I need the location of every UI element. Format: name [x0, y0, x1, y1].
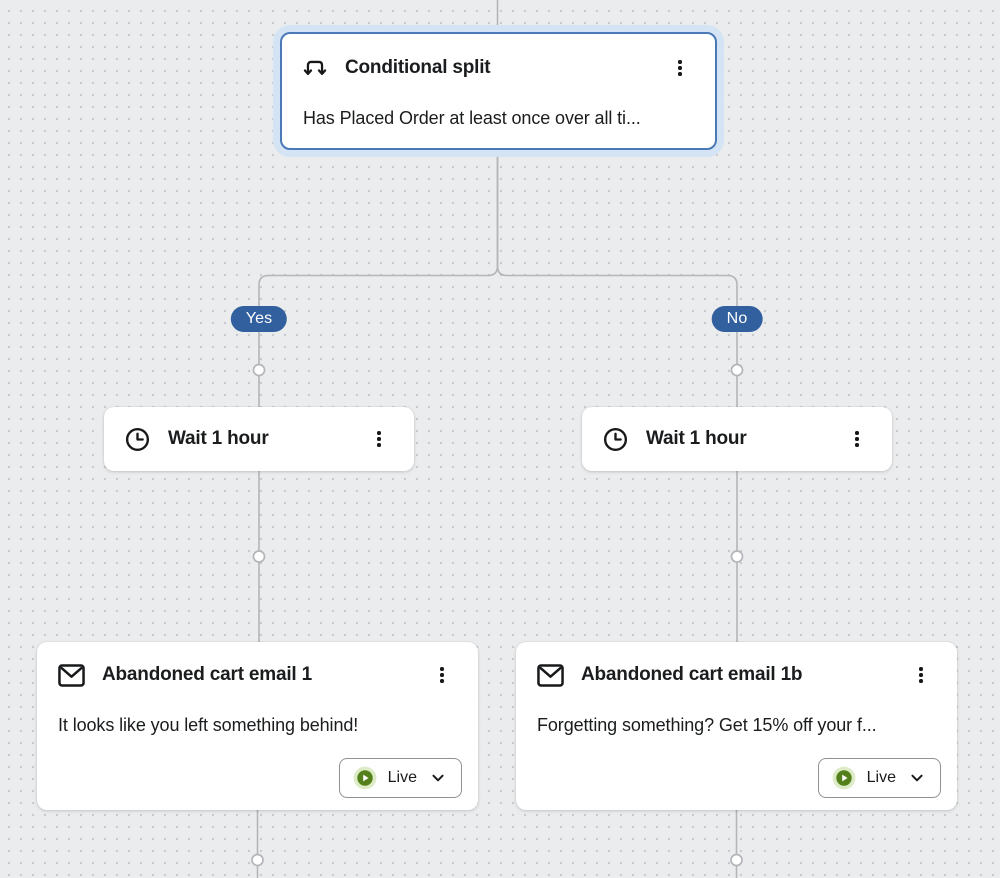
email-node-right[interactable]: Abandoned cart email 1b Forgetting somet…: [516, 642, 957, 810]
edge-branch-no: [496, 150, 738, 407]
email-node-left[interactable]: Abandoned cart email 1 It looks like you…: [37, 642, 478, 810]
node-menu-button[interactable]: [364, 424, 394, 454]
node-title: Abandoned cart email 1b: [581, 664, 803, 685]
email-preview-text: It looks like you left something behind!: [58, 715, 359, 735]
node-menu-button[interactable]: [842, 424, 872, 454]
node-title: Conditional split: [345, 57, 491, 78]
wait-node-right[interactable]: Wait 1 hour: [582, 407, 892, 471]
live-play-icon: [353, 766, 377, 790]
node-menu-button[interactable]: [427, 660, 457, 690]
live-play-icon: [832, 766, 856, 790]
connector-dot[interactable]: [252, 550, 266, 563]
node-menu-button[interactable]: [906, 660, 936, 690]
clock-icon: [125, 427, 150, 451]
connector-dot[interactable]: [730, 363, 744, 377]
connector-dot[interactable]: [730, 853, 743, 867]
condition-summary: Has Placed Order at least once over all …: [303, 108, 641, 128]
node-title: Abandoned cart email 1: [102, 664, 312, 685]
envelope-icon: [537, 663, 564, 687]
wait-node-left[interactable]: Wait 1 hour: [104, 407, 414, 471]
connector-dot[interactable]: [730, 550, 744, 563]
node-menu-button[interactable]: [665, 53, 695, 83]
node-title: Wait 1 hour: [646, 428, 747, 449]
split-arrows-icon: [303, 60, 327, 75]
branch-badge-no: No: [711, 306, 763, 332]
chevron-down-icon: [911, 774, 923, 782]
conditional-split-node[interactable]: Conditional split Has Placed Order at le…: [280, 32, 717, 150]
branch-badge-yes: Yes: [230, 306, 288, 332]
edge-branch-yes: [258, 150, 499, 407]
status-dropdown[interactable]: Live: [338, 758, 462, 798]
connector-dot[interactable]: [251, 853, 264, 867]
status-dropdown[interactable]: Live: [817, 758, 941, 798]
email-preview-text: Forgetting something? Get 15% off your f…: [537, 715, 877, 735]
clock-icon: [603, 427, 628, 451]
status-label: Live: [387, 769, 417, 786]
chevron-down-icon: [432, 774, 444, 782]
connector-dot[interactable]: [252, 363, 266, 377]
status-label: Live: [866, 769, 896, 786]
node-title: Wait 1 hour: [168, 428, 269, 449]
envelope-icon: [58, 663, 85, 687]
